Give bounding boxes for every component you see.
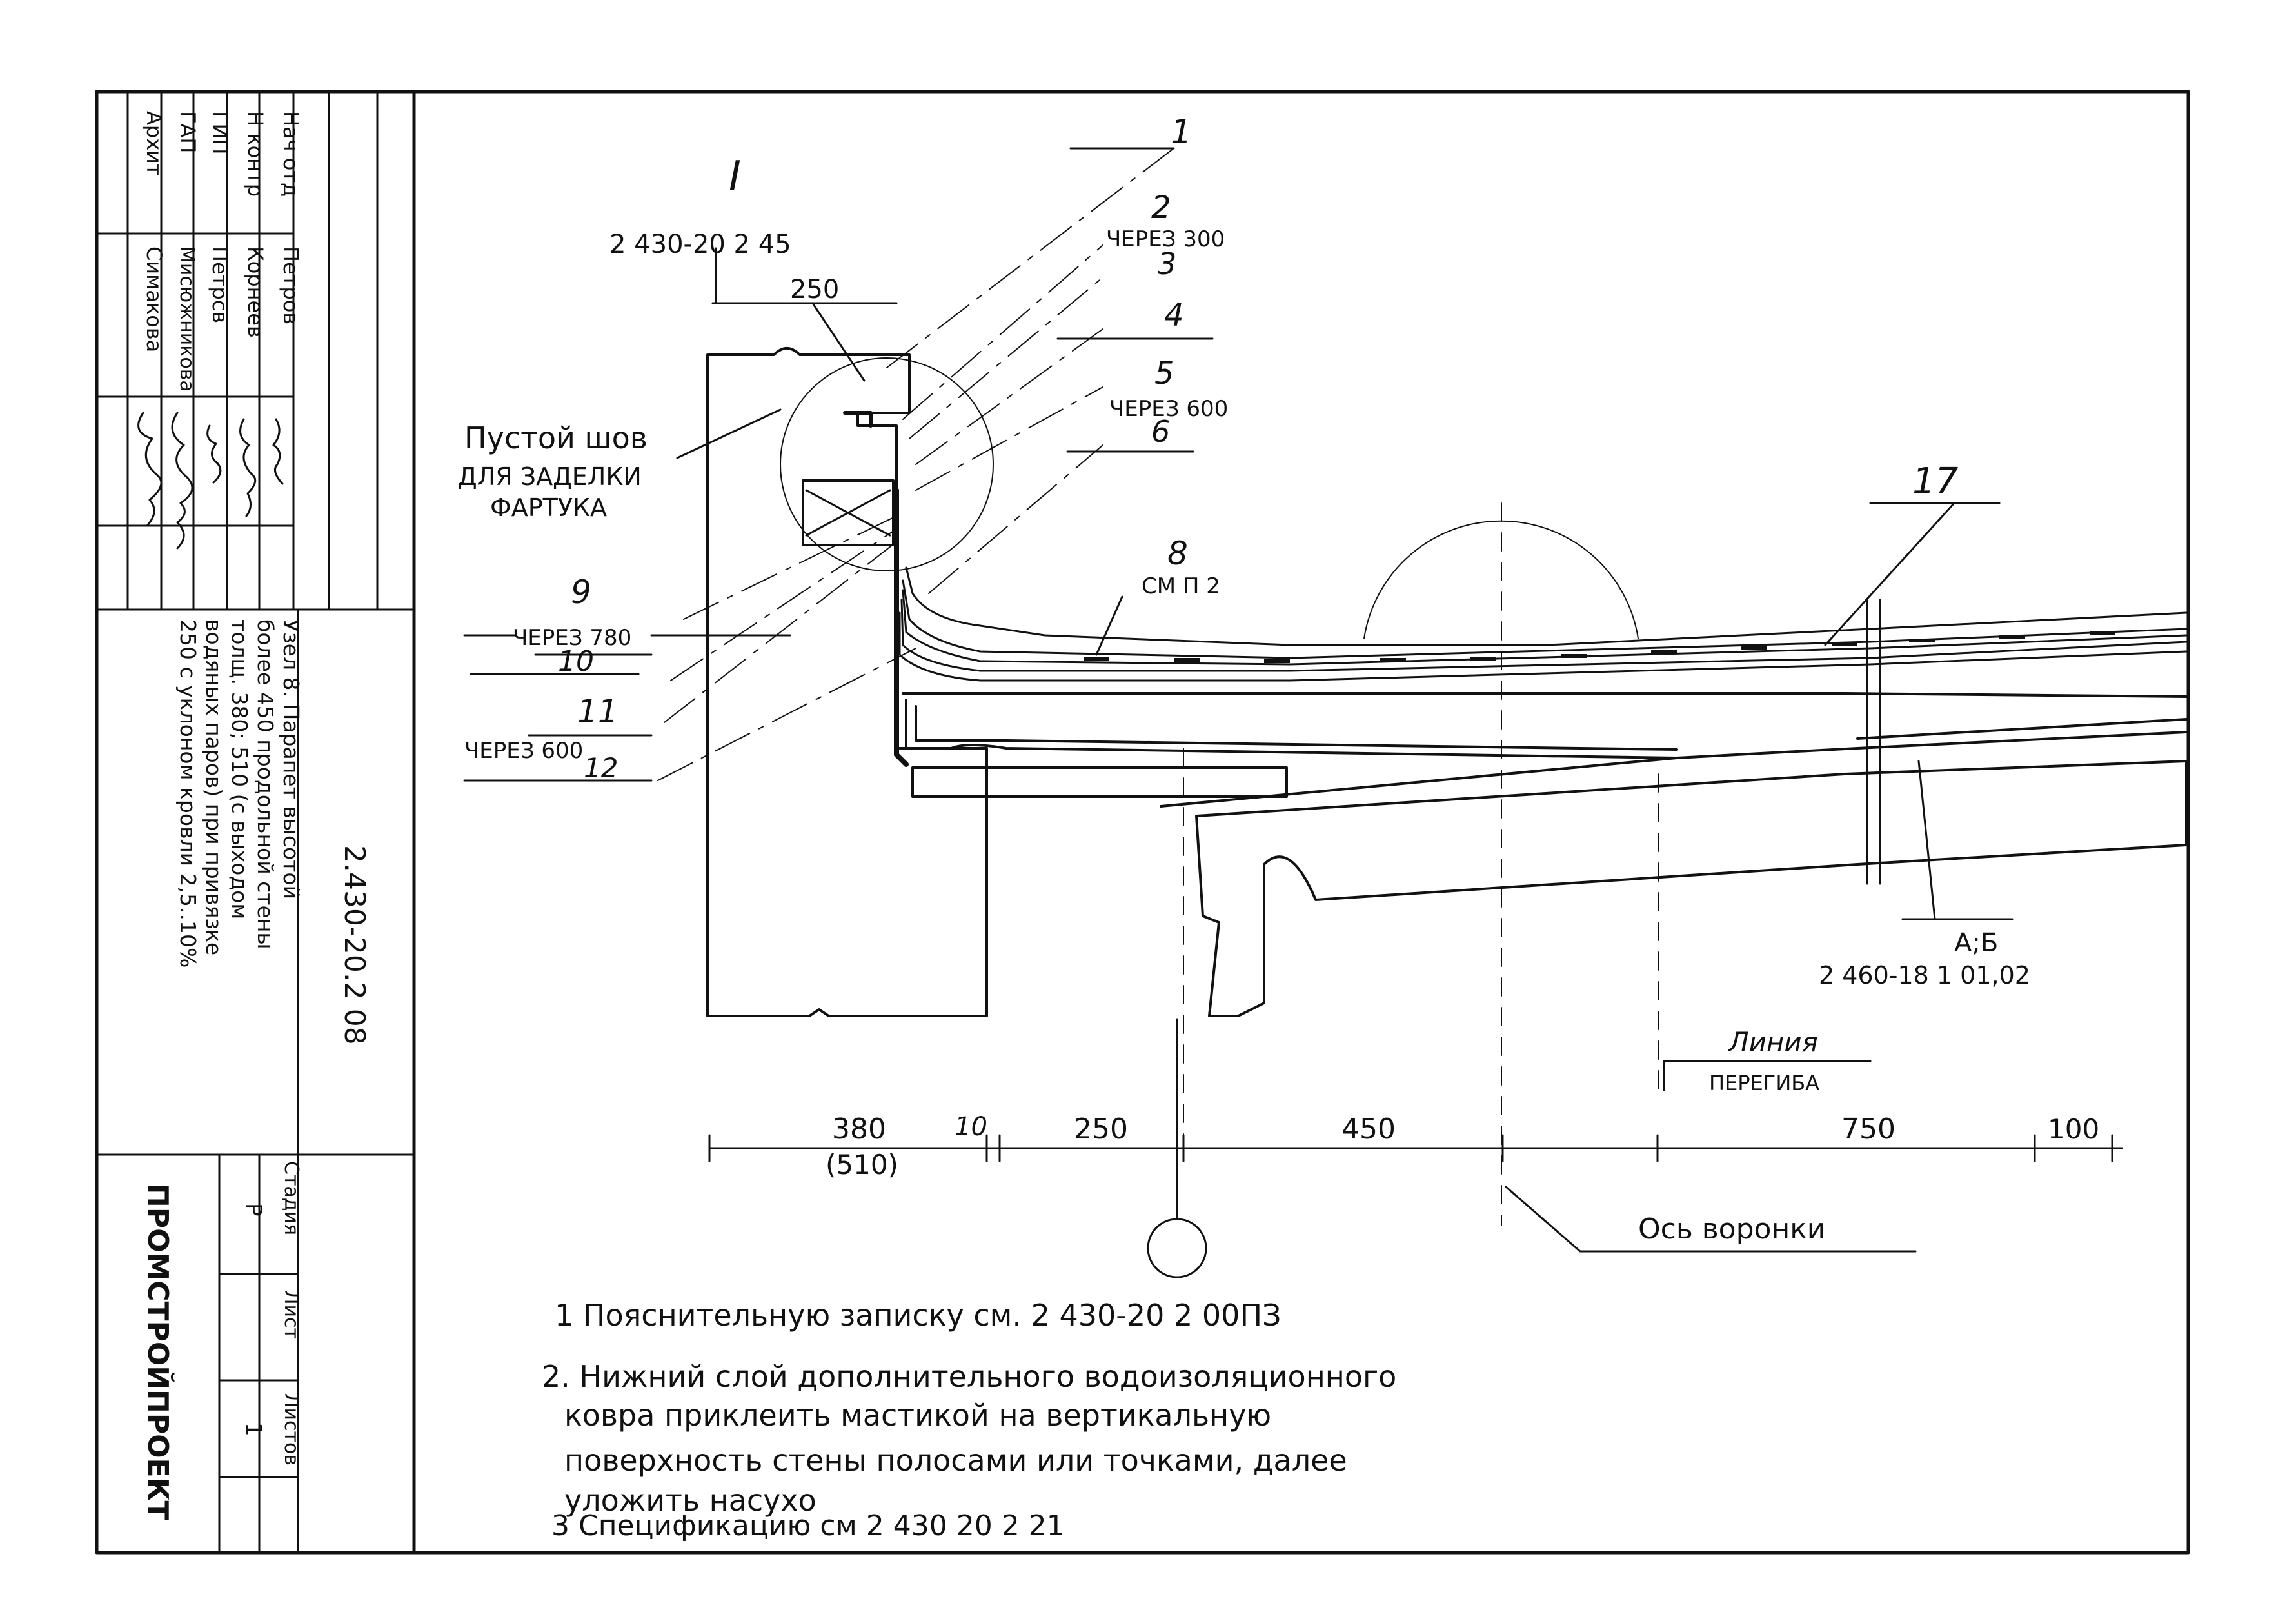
callout-11: 11 (577, 693, 619, 730)
signatures (137, 412, 284, 550)
label-leaders (463, 147, 2014, 1253)
sheet-header: Лист (280, 1290, 302, 1339)
parapet-section (463, 147, 2188, 1278)
name-norm-control: Корнеев (243, 246, 268, 338)
detail-circle-I (780, 357, 994, 571)
callout-17: 17 (1912, 461, 1959, 502)
axis-circle (1147, 1218, 1207, 1278)
name-chief-engineer: Петрсв (208, 246, 232, 323)
callout-10: 10 (558, 645, 594, 678)
description-line-5: 250 с уклоном кровли 2,5..10% (175, 619, 201, 968)
description-line-1: Узел 8. Парапет высотой (279, 619, 304, 899)
wall-waterproof-turnup (894, 488, 909, 767)
dim-250: 250 (1074, 1113, 1128, 1146)
dim-250-top: 250 (790, 275, 839, 304)
node-mark: I (729, 153, 741, 201)
callout-6: 6 (1151, 414, 1170, 449)
role-architect: Архит (142, 111, 166, 176)
role-norm-control: Н контр (243, 111, 268, 197)
note-2-line-3: поверхность стены полосами или точками, … (564, 1443, 1347, 1478)
title-block: Нач отд Н контр ГИП ГАП Архит Петров Кор… (95, 90, 415, 1554)
dim-450: 450 (1341, 1113, 1396, 1146)
apron-block (802, 479, 895, 546)
leader-lines (657, 148, 1174, 781)
parapet-wall (706, 347, 988, 1017)
dim-380: 380 (832, 1113, 886, 1146)
note-3: 3 Спецификацию см 2 430 20 2 21 (551, 1509, 1065, 1542)
dim-100: 100 (2048, 1113, 2099, 1145)
label-apron-2: ФАРТУКА (490, 493, 607, 522)
callout-8-note: СМ П 2 (1142, 573, 1220, 599)
callouts: I 2 430-20 2 45 250 1 2 ЧЕРЕЗ 300 3 4 5 … (458, 113, 2030, 1246)
dim-10: 10 (955, 1112, 987, 1142)
description-line-3: толщ. 380; 510 (с выходом (227, 619, 252, 919)
sheets-header: Листов (280, 1393, 302, 1466)
dimension-lines (708, 302, 2123, 1162)
stage-header: Стадия (280, 1161, 302, 1235)
note-2-line-2: ковра приклеить мастикой на вертикальную (564, 1398, 1271, 1433)
callout-9: 9 (571, 573, 591, 611)
drawing-frame (95, 90, 2190, 1555)
callout-11-note: ЧЕРЕЗ 600 (464, 738, 583, 764)
construction-lines (1183, 502, 1659, 1226)
role-chief-architect: ГАП (175, 111, 200, 153)
roof-layers (898, 566, 2188, 682)
company-name: ПРОМСТРОЙПРОЕКТ (141, 1184, 175, 1520)
node-ref: 2 430-20 2 45 (609, 230, 791, 259)
note-2: 2. Нижний слой дополнительного водоизоля… (542, 1359, 1396, 1394)
description-line-2: более 450 продольной стены (253, 619, 278, 949)
callout-4: 4 (1164, 297, 1184, 333)
notes: 1 Пояснительную записку см. 2 430-20 2 0… (542, 1298, 1396, 1542)
label-funnel-axis: Ось воронки (1638, 1213, 1825, 1246)
funnel-arc (1363, 520, 1639, 639)
name-chief-architect: Мисюжникова (175, 246, 198, 392)
note-2-line-4: уложить насухо (564, 1483, 816, 1518)
callout-2: 2 (1151, 190, 1171, 226)
description-line-4: водяных паров) при привязке (201, 619, 226, 955)
label-apron-1: ДЛЯ ЗАДЕЛКИ (458, 462, 642, 491)
label-ab-ref: 2 460-18 1 01,02 (1819, 961, 2030, 989)
callout-9-note: ЧЕРЕЗ 780 (513, 625, 631, 651)
dimensions: 380 (510) 10 250 450 750 100 (826, 1112, 2099, 1180)
callout-5: 5 (1154, 355, 1174, 392)
note-1: 1 Пояснительную записку см. 2 430-20 2 0… (555, 1298, 1282, 1333)
insulation-marks (1084, 631, 2115, 663)
callout-5-note: ЧЕРЕЗ 600 (1109, 396, 1228, 422)
callout-8: 8 (1167, 535, 1188, 572)
callout-1: 1 (1171, 113, 1192, 152)
empty-seam (843, 411, 873, 428)
dim-510: (510) (826, 1149, 898, 1180)
label-bend-2: ПЕРЕГИБА (1709, 1071, 1819, 1095)
label-empty-seam: Пустой шов (464, 421, 648, 455)
roof-slab (902, 692, 2188, 808)
role-chief-engineer: ГИП (208, 111, 232, 155)
callout-2-note: ЧЕРЕЗ 300 (1106, 226, 1225, 252)
support-beam (911, 766, 1288, 798)
stage-value: Р (241, 1203, 266, 1217)
label-ab: А;Б (1954, 928, 1998, 958)
truss-girder (1195, 760, 2188, 1017)
break-lines (1866, 599, 1881, 885)
dim-750: 750 (1841, 1113, 1895, 1146)
role-head-dept: Нач отд (279, 111, 303, 197)
label-bend-1: Линия (1727, 1026, 1818, 1058)
sheets-value: 1 (241, 1422, 266, 1436)
callout-3: 3 (1158, 246, 1176, 281)
sheet-code: 2.430-20.2 08 (338, 845, 371, 1045)
name-head-dept: Петров (279, 246, 303, 324)
name-architect: Симакова (142, 246, 166, 352)
callout-12: 12 (584, 752, 618, 784)
